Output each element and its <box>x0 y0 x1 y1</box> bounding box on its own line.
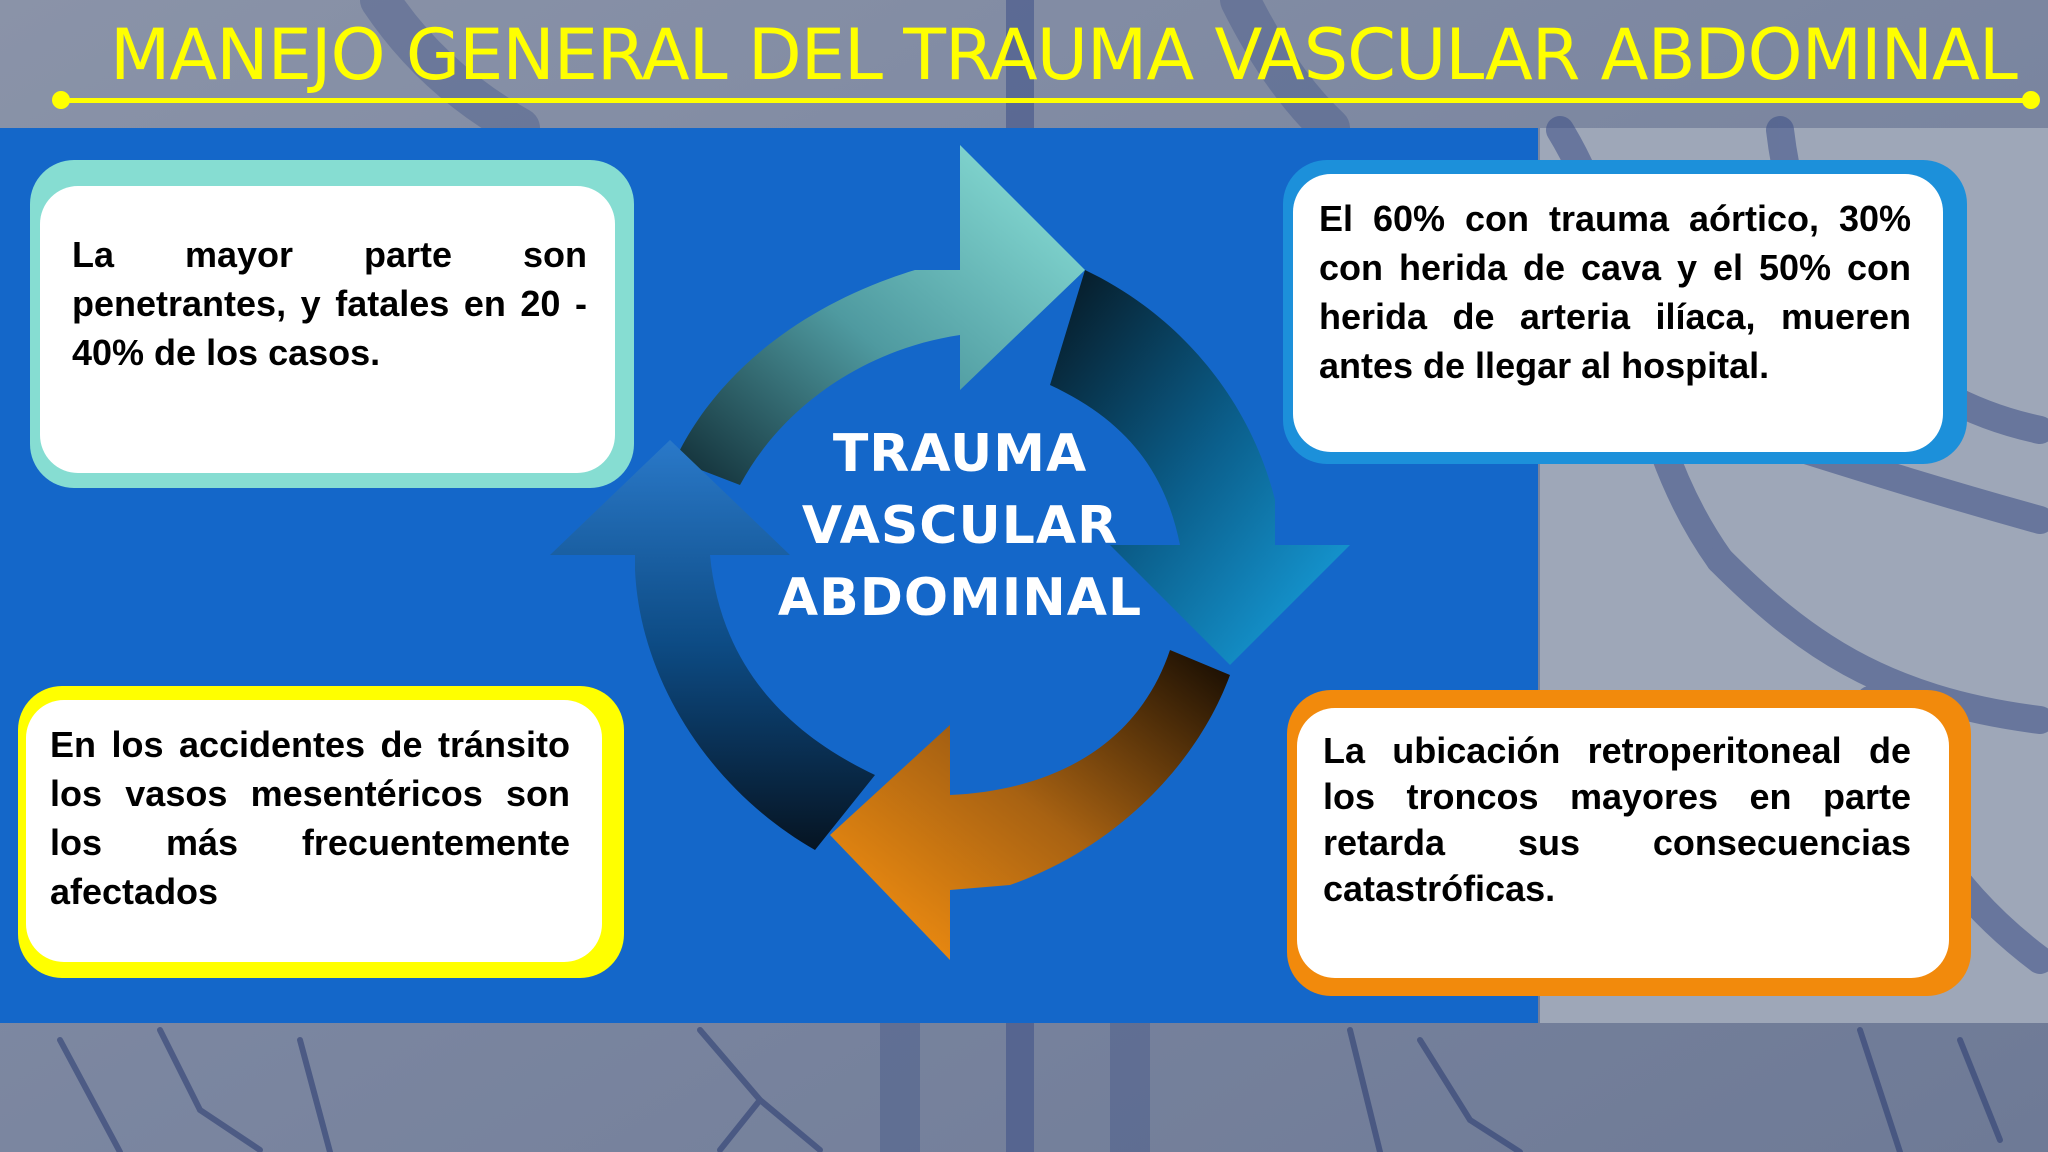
page-title: MANEJO GENERAL DEL TRAUMA VASCULAR ABDOM… <box>110 14 2018 96</box>
info-text-top-right: El 60% con trauma aórtico, 30% con herid… <box>1319 198 1911 386</box>
title-underline-left-dot <box>52 91 70 109</box>
info-box-top-left: La mayor parte son penetrantes, y fatale… <box>30 160 634 488</box>
cycle-center-label: TRAUMA VASCULAR ABDOMINAL <box>760 418 1160 634</box>
info-text-bottom-left: En los accidentes de tránsito los vasos … <box>50 724 570 912</box>
info-box-bottom-left: En los accidentes de tránsito los vasos … <box>18 686 624 978</box>
title-underline <box>62 98 2032 103</box>
cycle-arrow-left <box>550 440 875 850</box>
cycle-arrows-diagram <box>550 145 1350 960</box>
cycle-arrow-bottom <box>830 650 1230 960</box>
info-text-top-left: La mayor parte son penetrantes, y fatale… <box>72 234 587 373</box>
info-text-bottom-right: La ubicación retroperitoneal de los tron… <box>1323 730 1911 909</box>
center-label-line-2: VASCULAR <box>801 496 1119 556</box>
info-box-top-right: El 60% con trauma aórtico, 30% con herid… <box>1283 160 1967 464</box>
cycle-arrow-right <box>1050 270 1350 665</box>
info-box-bottom-right: La ubicación retroperitoneal de los tron… <box>1287 690 1971 996</box>
cycle-arrow-top <box>675 145 1085 485</box>
title-underline-right-dot <box>2022 91 2040 109</box>
center-label-line-3: ABDOMINAL <box>777 568 1143 628</box>
center-label-line-1: TRAUMA <box>832 424 1088 484</box>
